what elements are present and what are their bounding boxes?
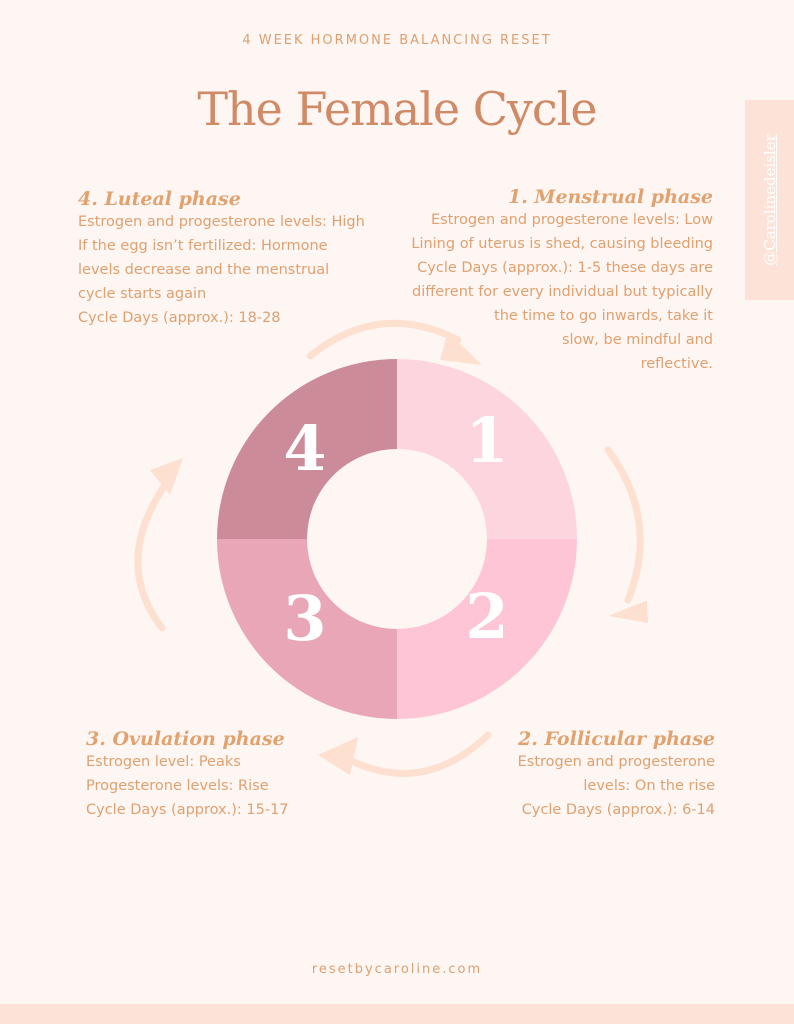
quadrant-label-2: 2 [465,580,508,653]
footer-link[interactable]: resetbycaroline.com [311,962,483,977]
phase-text: Estrogen and progesterone levels: High I… [78,214,365,326]
follicular-phase: 2. Follicular phase Estrogen and progest… [518,728,715,822]
page-title: The Female Cycle [197,82,597,136]
arrow-3-to-4 [134,474,174,632]
arrowhead-icon [440,332,482,365]
arrow-4-to-1 [306,319,462,360]
quadrant-label-4: 4 [283,412,326,485]
phase-title: 2. Follicular phase [518,728,715,750]
arrow-2-to-3 [336,731,492,777]
phase-text: Estrogen level: Peaks Progesterone level… [86,754,289,818]
phase-text: Estrogen and progesterone levels: Low Li… [411,212,713,372]
cycle-quadrant-1 [397,359,577,539]
phase-title: 3. Ovulation phase [86,728,285,750]
subtitle: 4 WEEK HORMONE BALANCING RESET [242,33,552,48]
menstrual-phase: 1. Menstrual phase Estrogen and progeste… [411,186,713,376]
quadrant-label-3: 3 [283,582,326,655]
cycle-quadrant-2 [397,539,577,719]
arrow-1-to-2 [604,446,644,604]
ovulation-phase: 3. Ovulation phase Estrogen level: Peaks… [86,728,289,822]
cycle-quadrant-3 [217,539,397,719]
cycle-quadrant-4 [217,359,397,539]
phase-title: 4. Luteal phase [78,188,241,210]
arrowhead-icon [150,458,183,495]
luteal-phase: 4. Luteal phase Estrogen and progesteron… [78,188,365,330]
social-handle-tab[interactable]: @Carolinedeisler [745,100,794,300]
bottom-bar [0,1004,794,1024]
phase-text: Estrogen and progesterone levels: On the… [517,754,715,818]
arrowhead-icon [318,737,358,775]
quadrant-label-1: 1 [465,404,508,477]
phase-title: 1. Menstrual phase [507,186,713,208]
arrowhead-icon [608,600,648,623]
